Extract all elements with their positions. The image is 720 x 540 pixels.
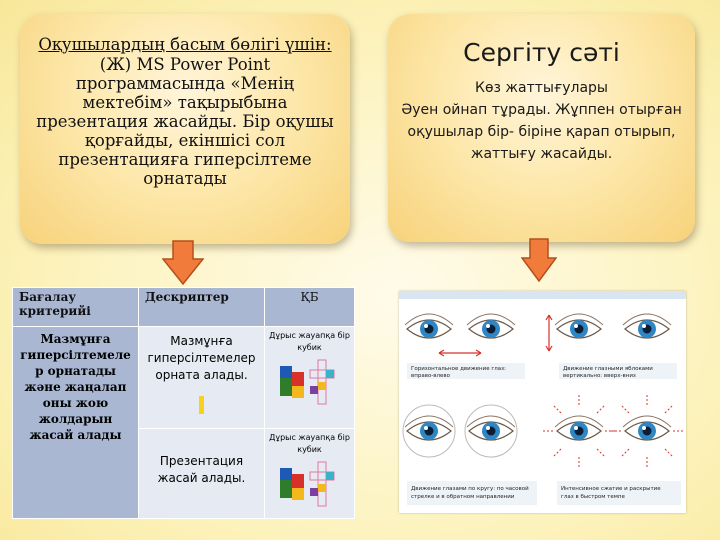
descriptor-text: Презентация жасай алады. [157, 453, 246, 485]
eye-exercises-image: Горизонтальное движение глаз: вправо-вле… [399, 291, 686, 513]
left-card: Оқушылардың басым бөлігі үшін: (Ж) MS Po… [20, 14, 350, 244]
table-header-kb: ҚБ [264, 287, 355, 327]
table-row: Презентация жасай алады. Дұрыс жауапқа б… [13, 427, 355, 520]
feedback-text: Дұрыс жауапқа бір кубик [269, 331, 350, 352]
feedback-text: Дұрыс жауапқа бір кубик [269, 432, 350, 454]
cubes-icon [267, 358, 352, 406]
right-card-body: Көз жаттығулары Әуен ойнап тұрады. Жұппе… [400, 77, 683, 165]
table-header-criterion: Бағалау критерийі [12, 287, 139, 327]
eye-icon [622, 313, 672, 339]
eye-icon [554, 313, 604, 339]
eye-caption: Движение глазными яблоками [563, 366, 653, 372]
descriptor-cell: Презентация жасай алады. [138, 427, 265, 520]
table-row: Мазмұнға гиперсілтемеле р орнатады және … [12, 326, 355, 519]
down-arrow-icon [521, 238, 557, 282]
left-card-body: (Ж) MS Power Point программасында «Менің… [36, 55, 334, 188]
right-card-subtitle: Көз жаттығулары [475, 80, 608, 96]
eye-icon [554, 415, 604, 441]
criterion-cell: Мазмұнға гиперсілтемеле р орнатады және … [12, 326, 139, 519]
eye-icon [404, 313, 454, 339]
eye-caption: стрелке и в обратном направлении [411, 494, 515, 500]
cubes-icon [267, 460, 352, 508]
descriptor-text: Мазмұнға гиперсілтемелер орната алады. [147, 334, 256, 382]
left-card-title: Оқушылардың басым бөлігі үшін: [38, 35, 332, 54]
right-card-text: Әуен ойнап тұрады. Жұппен отырған оқушыл… [401, 102, 682, 162]
eye-icon [466, 313, 516, 339]
descriptor-cell: Мазмұнға гиперсілтемелер орната алады. [138, 326, 265, 429]
eye-caption: глаз в быстром темпе [561, 494, 625, 500]
eye-caption: Движение глазами по кругу: по часовой [411, 485, 529, 492]
yellow-marker [199, 396, 204, 414]
eye-caption: вертикально: вверх-вниз [563, 373, 636, 379]
right-card: Сергіту сәті Көз жаттығулары Әуен ойнап … [388, 14, 695, 242]
eye-icon [404, 415, 454, 441]
table-header-descriptor: Дескриптер [138, 287, 265, 327]
feedback-cell: Дұрыс жауапқа бір кубик [264, 427, 355, 520]
feedback-cell: Дұрыс жауапқа бір кубик [264, 326, 355, 429]
eye-icon [466, 415, 516, 441]
assessment-table: Бағалау критерийі Дескриптер ҚБ Мазмұнға… [12, 287, 355, 520]
down-arrow-icon [162, 240, 204, 285]
eye-caption: вправо-влево [411, 373, 451, 379]
eye-caption: Горизонтальное движение глаз: [411, 366, 506, 372]
eye-icon [622, 415, 672, 441]
right-card-title: Сергіту сәті [463, 38, 620, 67]
eye-caption: Интенсивное сжатие и раскрытие [561, 486, 661, 492]
